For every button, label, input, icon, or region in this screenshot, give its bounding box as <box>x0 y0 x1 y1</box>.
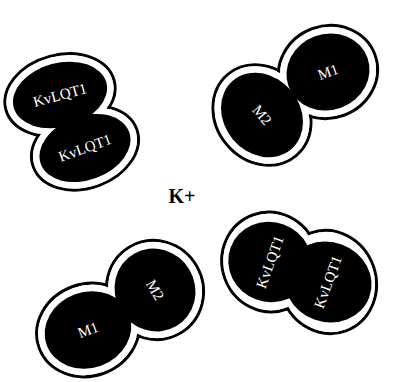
ion-label: K+ <box>169 185 196 208</box>
